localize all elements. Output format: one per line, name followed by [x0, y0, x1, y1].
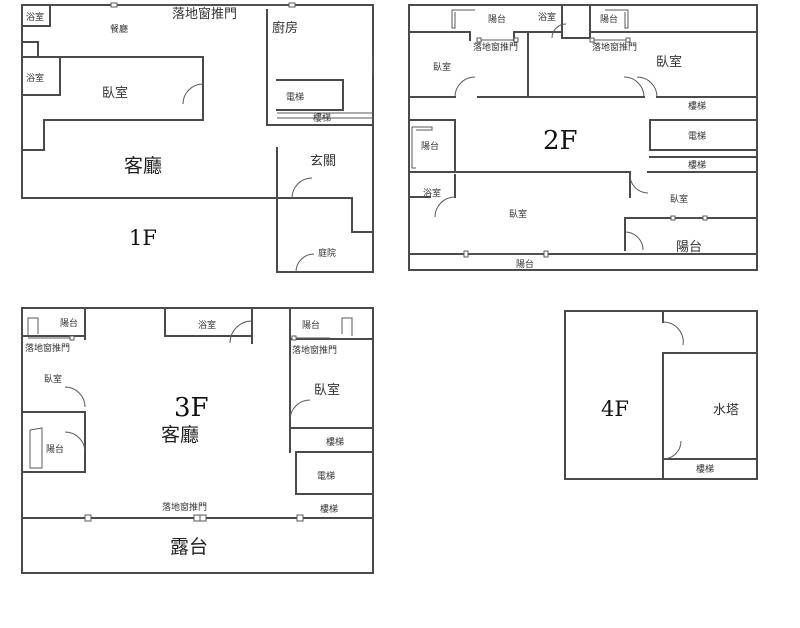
f2-bedroom-top-right-label: 臥室 [656, 54, 682, 70]
f1-bath-top-label: 浴室 [26, 11, 44, 23]
f1-elevator-label: 電梯 [286, 91, 304, 103]
f2-balcony-bottom-label: 陽台 [516, 258, 534, 270]
f1-bedroom-label: 臥室 [102, 85, 128, 101]
f3-sliding-door-right-label: 落地窗推門 [292, 344, 337, 356]
f3-living-label: 客廳 [161, 424, 199, 446]
f2-balcony-right-label: 陽台 [676, 240, 702, 255]
f2-bedroom-right-label: 臥室 [670, 193, 688, 205]
f3-sliding-door-left-label: 落地窗推門 [25, 342, 70, 354]
f3-stairs-top-label: 樓梯 [326, 436, 344, 448]
f1-bath-left-label: 浴室 [26, 72, 44, 84]
floor-2-plan: 陽台 浴室 陽台 落地窗推門 落地窗推門 臥室 臥室 樓梯 2F 陽台 電梯 樓… [408, 4, 758, 271]
f2-bedroom-top-left-label: 臥室 [433, 61, 451, 73]
f1-stairs-label: 樓梯 [313, 112, 331, 124]
f3-bedroom-right-label: 臥室 [314, 382, 340, 398]
f3-balcony-top-left-label: 陽台 [60, 317, 78, 329]
f2-balcony-left-label: 陽台 [421, 140, 439, 152]
floor-4-plan: 4F 水塔 樓梯 [564, 310, 758, 480]
floor-1-plan: 浴室 餐廳 落地窗推門 廚房 浴室 臥室 電梯 樓梯 客廳 玄關 庭院 1F [21, 2, 374, 273]
f1-entrance-label: 玄關 [310, 154, 336, 169]
f2-bath-left-label: 浴室 [423, 187, 441, 199]
f3-balcony-left-label: 陽台 [46, 443, 64, 455]
f2-stairs-label: 樓梯 [688, 159, 706, 171]
f2-elevator-label: 電梯 [688, 130, 706, 142]
f1-courtyard-label: 庭院 [318, 247, 336, 259]
f4-stairs-label: 樓梯 [696, 463, 714, 475]
f1-sliding-door-label: 落地窗推門 [172, 6, 237, 22]
f3-terrace-label: 露台 [170, 536, 208, 558]
f2-stairs-top-label: 樓梯 [688, 100, 706, 112]
f3-balcony-top-right-label: 陽台 [302, 319, 320, 331]
f2-floor-label: 2F [543, 126, 578, 156]
f3-elevator-label: 電梯 [317, 470, 335, 482]
f2-bath-top-label: 浴室 [538, 11, 556, 23]
f3-bedroom-left-label: 臥室 [44, 373, 62, 385]
f4-water-tower-label: 水塔 [713, 403, 739, 418]
f4-floor-label: 4F [601, 397, 629, 421]
f2-bedroom-bottom-label: 臥室 [509, 208, 527, 220]
f3-stairs-bottom-label: 樓梯 [320, 503, 338, 515]
floor-3-plan: 陽台 落地窗推門 浴室 陽台 落地窗推門 臥室 臥室 3F 客廳 陽台 樓梯 電… [21, 307, 374, 574]
f2-sliding-door-right-label: 落地窗推門 [592, 41, 637, 53]
f3-floor-label: 3F [174, 393, 209, 423]
f1-living-label: 客廳 [124, 155, 162, 177]
f1-dining-label: 餐廳 [110, 23, 128, 35]
f3-bath-label: 浴室 [198, 319, 216, 331]
f2-sliding-door-left-label: 落地窗推門 [473, 41, 518, 53]
f2-balcony-top-left-label: 陽台 [488, 13, 506, 25]
f1-floor-label: 1F [129, 226, 157, 250]
f3-sliding-door-bottom-label: 落地窗推門 [162, 501, 207, 513]
f1-kitchen-label: 廚房 [272, 20, 298, 36]
f2-balcony-top-right-label: 陽台 [600, 13, 618, 25]
